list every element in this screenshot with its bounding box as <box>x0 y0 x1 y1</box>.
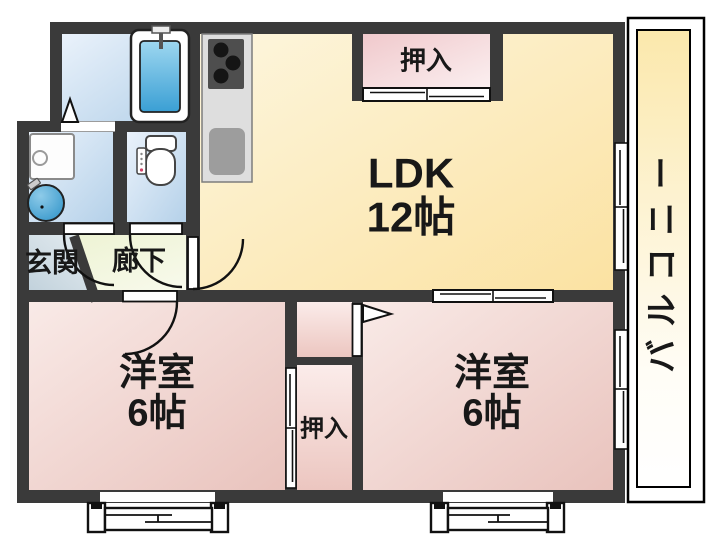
room-alcove <box>297 302 352 357</box>
bathtub-icon <box>129 25 191 124</box>
window-opening <box>100 492 215 502</box>
closet-bottom-label: 押入 <box>300 415 348 443</box>
room-bedroom-left <box>29 302 285 490</box>
room-closet-top <box>363 34 490 88</box>
wall-segment <box>17 121 29 503</box>
bedroom-right-name: 洋室 <box>453 352 531 395</box>
ldk-label: LDK 12帖 <box>367 151 456 238</box>
kitchen-sink-icon <box>209 128 245 175</box>
ldk-name: LDK <box>367 149 455 197</box>
door-arcs <box>62 234 245 356</box>
folding-door-icon <box>60 95 80 123</box>
room-closet-bottom <box>297 365 352 490</box>
bedroom-right-size: 6帖 <box>462 392 522 434</box>
balcony-label: バルコニー <box>642 143 680 373</box>
bedroom-left-name: 洋室 <box>118 352 196 395</box>
toilet-icon <box>136 135 177 186</box>
wall-segment <box>352 302 363 490</box>
hallway-label: 廊下 <box>112 245 166 276</box>
bathroom-door-opening <box>61 121 115 132</box>
closet-door-leaf <box>351 303 363 357</box>
bedroom-left-size: 6帖 <box>127 392 187 434</box>
room-bedroom-right <box>363 302 613 490</box>
bottom-windows <box>86 492 566 534</box>
door-swing-flag-icon <box>362 303 395 324</box>
closet-top-label: 押入 <box>399 45 453 76</box>
ldk-door <box>187 236 199 290</box>
bedroom-left-label: 洋室 6帖 <box>119 354 195 433</box>
window-opening <box>443 492 553 502</box>
balcony <box>626 16 706 504</box>
doors <box>61 121 363 357</box>
wall-segment <box>50 22 62 132</box>
bedroom-left-door-arc <box>124 301 179 356</box>
ldk-door-arc <box>192 238 245 291</box>
kitchen-counter <box>201 33 253 183</box>
balcony-inner <box>636 29 691 488</box>
toilet-door-arc <box>128 234 183 289</box>
washbasin-icon <box>27 177 65 222</box>
bedroom-right-label: 洋室 6帖 <box>454 354 530 433</box>
washroom-door <box>63 222 115 235</box>
ldk-size: 12帖 <box>366 193 456 240</box>
wall-segment <box>297 357 352 365</box>
entrance-step-line <box>69 234 101 303</box>
wall-segment <box>113 132 127 222</box>
washroom-door-arc <box>62 234 115 287</box>
laundry-pan-icon <box>29 133 75 180</box>
sliding-symbol-lines <box>286 88 628 482</box>
bedroom-left-door <box>122 290 178 303</box>
entrance-label: 玄関 <box>25 247 79 278</box>
wall-segment <box>490 22 503 101</box>
toilet-door <box>129 222 183 235</box>
wall-segment <box>352 22 363 101</box>
